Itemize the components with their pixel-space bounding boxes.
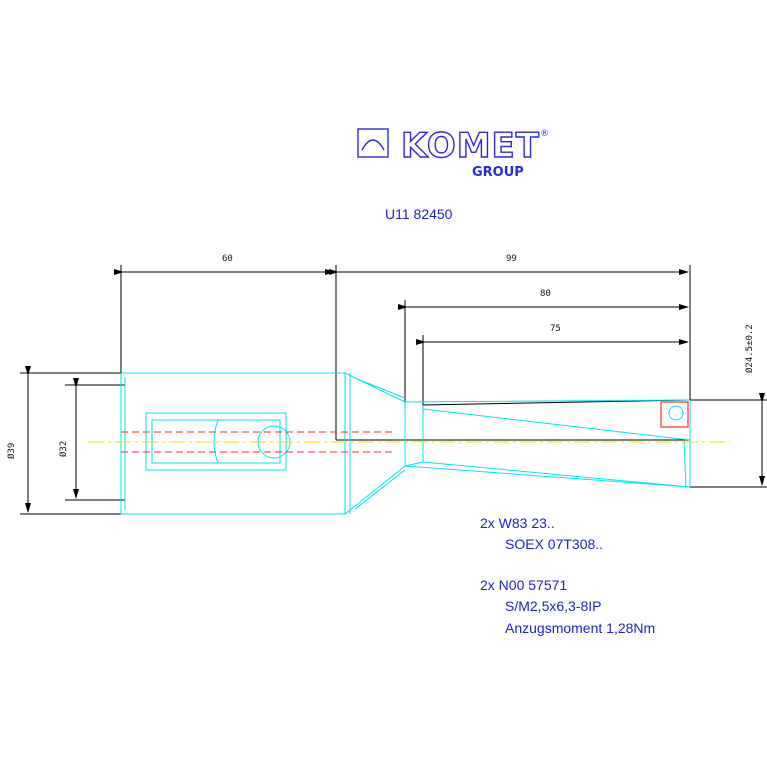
logo-arc-icon [361,139,385,151]
dim-60: 60 [222,254,233,264]
note-insert-code: SOEX 07T308.. [505,536,603,552]
note-screw-qty: 2x N00 57571 [480,577,567,593]
tool-outline [120,372,691,515]
insert-screw-icon [668,405,684,421]
komet-logo: KOMET ® GROUP [357,125,549,180]
logo-sub: GROUP [472,165,524,180]
logo-mark-icon [357,128,389,158]
logo-brand: KOMET [401,126,540,166]
insert-square-icon [660,401,689,428]
dim-75: 75 [550,324,561,334]
hidden-lines [121,431,395,453]
extension-lines [20,265,767,515]
dimension-lines [25,269,765,513]
note-insert-qty: 2x W83 23.. [480,515,555,531]
body-edge-lines [336,399,691,441]
insert-seat [660,401,689,428]
dim-dia39: Ø39 [6,443,17,459]
note-screw-code: S/M2,5x6,3-8IP [505,598,602,614]
part-number: U11 82450 [385,206,453,222]
notes-block: 2x W83 23.. SOEX 07T308.. 2x N00 57571 S… [480,515,655,636]
dim-80: 80 [540,289,551,299]
logo-registered: ® [540,129,549,139]
note-torque: Anzugsmoment 1,28Nm [505,620,655,636]
dim-99: 99 [506,254,517,264]
dim-dia24: Ø24.5±0.2 [744,324,755,373]
dim-dia32: Ø32 [58,441,69,457]
